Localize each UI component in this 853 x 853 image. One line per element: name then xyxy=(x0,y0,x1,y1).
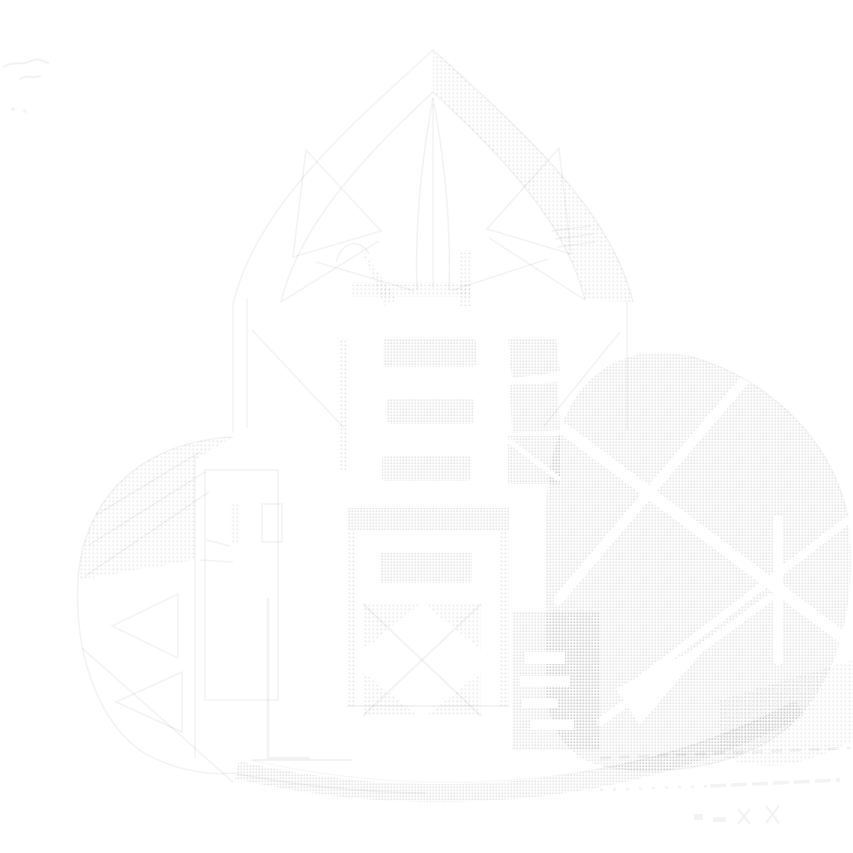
negative-bar xyxy=(522,698,558,708)
dashed-line xyxy=(709,778,841,788)
center-spike xyxy=(415,97,434,291)
arc-band xyxy=(234,700,805,803)
center-stacked-bars-glyph xyxy=(335,242,562,484)
halftone-fill xyxy=(546,352,851,771)
glyph-block-slash xyxy=(789,803,814,827)
x-triangle xyxy=(363,604,420,650)
left-strip xyxy=(338,340,347,470)
glyph-bar xyxy=(383,339,476,367)
frame-side xyxy=(500,530,509,706)
block-negative-glyphs xyxy=(520,652,574,730)
right-block xyxy=(510,382,560,433)
center-spike xyxy=(432,97,451,291)
inner-box xyxy=(204,469,279,701)
corner-glyph-patch xyxy=(230,504,240,544)
top-faint-bar xyxy=(352,282,470,297)
negative-bar xyxy=(530,720,574,730)
x-mark xyxy=(765,805,780,824)
facet-triangle xyxy=(485,146,572,256)
dotted-line xyxy=(599,784,711,792)
lobe-upper-fill xyxy=(78,437,233,580)
mark xyxy=(694,814,703,820)
right-block-slash xyxy=(506,438,562,482)
tiny-glyph xyxy=(811,837,821,847)
corner-tick xyxy=(199,539,234,563)
tiny-glyph xyxy=(831,837,844,847)
facet-triangle xyxy=(292,148,383,259)
dome-rim-fill xyxy=(433,50,633,302)
dome-inner-arc xyxy=(432,91,586,301)
vein-band xyxy=(553,363,760,605)
left-bracket xyxy=(266,598,310,760)
scribble-line xyxy=(3,58,49,68)
mark xyxy=(713,817,726,822)
vein-band xyxy=(559,424,853,651)
left-leaf-lobe xyxy=(76,436,426,794)
x-mark xyxy=(737,808,751,825)
white-vein-bands xyxy=(553,363,853,726)
frame-top-bar xyxy=(347,508,509,530)
dome-inner-arc xyxy=(280,91,434,303)
facet-arrow xyxy=(114,670,183,734)
hatch-mark xyxy=(551,225,596,248)
vein-wedge xyxy=(615,647,703,725)
top-left-pen-scribble xyxy=(3,58,49,113)
x-triangle xyxy=(363,672,418,716)
top-leaf-dome xyxy=(232,49,634,432)
frame-side xyxy=(347,530,356,706)
facet-arrow xyxy=(110,592,179,660)
dashed-line xyxy=(599,746,852,760)
top-stroke-arc xyxy=(335,242,370,263)
sweep-diagonal xyxy=(81,647,234,783)
dome-outline xyxy=(232,49,434,305)
scribble-line xyxy=(19,75,41,80)
center-framed-box-glyph xyxy=(253,508,600,761)
lobe-outline xyxy=(687,355,849,519)
bottom-right-dashed-lines xyxy=(599,746,852,792)
ink-dot xyxy=(11,107,15,111)
hatch-diagonal xyxy=(84,451,210,577)
glyph-bar xyxy=(382,456,471,481)
ink-dot xyxy=(23,109,27,113)
negative-bar xyxy=(520,676,570,686)
vein-band xyxy=(636,516,852,684)
bottom-right-illegible-glyph-marks xyxy=(694,802,847,847)
x-triangle xyxy=(424,604,481,650)
stem-diagonal xyxy=(251,329,345,429)
vein-line xyxy=(488,237,586,301)
negative-bar xyxy=(525,652,565,664)
glyph-bar xyxy=(387,399,474,424)
x-triangle xyxy=(426,672,481,716)
bottom-arc-band xyxy=(234,700,805,803)
tiny-glyph xyxy=(771,837,781,847)
tiny-glyph xyxy=(791,837,801,847)
corner-glyph-patch xyxy=(261,503,283,543)
top-stroke xyxy=(459,250,471,306)
right-leaf-lobe-halftone xyxy=(546,352,853,772)
right-block xyxy=(508,339,560,378)
inner-bar xyxy=(380,553,472,583)
